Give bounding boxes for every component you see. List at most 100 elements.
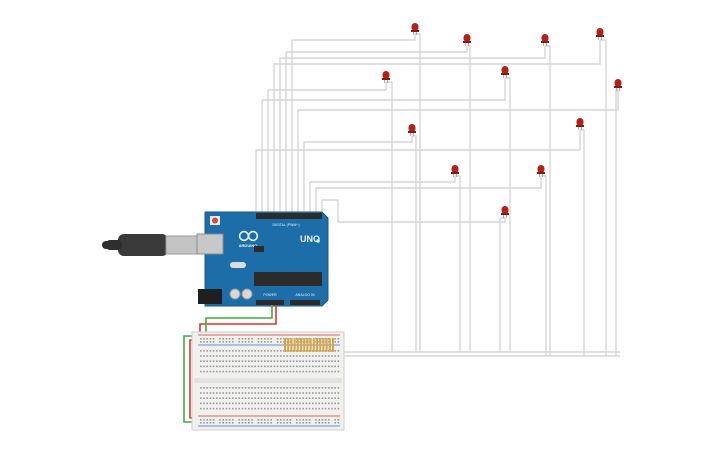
reset-button-cap[interactable]	[212, 217, 218, 224]
led-4[interactable]	[596, 28, 604, 40]
breadboard-hole	[267, 370, 269, 373]
breadboard-jumpers[interactable]	[284, 338, 334, 352]
breadboard-hole	[324, 419, 327, 421]
breadboard-hole	[334, 355, 336, 357]
wire-led-10[interactable]	[309, 176, 456, 214]
breadboard-hole	[203, 355, 205, 357]
breadboard-hole	[203, 422, 205, 424]
led-12[interactable]	[501, 206, 509, 218]
led-8[interactable]	[408, 124, 416, 136]
return-wire-5[interactable]	[386, 81, 393, 352]
breadboard-hole	[289, 397, 292, 399]
breadboard-hole	[251, 392, 253, 394]
arduino-uno-board[interactable]: DIGITAL (PWM~) ARDUINO UNO POWER ANALOG …	[196, 211, 329, 307]
breadboard-hole	[264, 392, 266, 394]
return-wire-4[interactable]	[600, 39, 607, 356]
wire-led-5[interactable]	[267, 82, 387, 214]
led-group	[382, 23, 622, 218]
signal-wires[interactable]	[255, 33, 620, 357]
led-6[interactable]	[501, 66, 509, 78]
led-body	[541, 34, 549, 42]
breadboard-hole	[292, 402, 295, 405]
breadboard-hole	[328, 392, 330, 394]
breadboard-hole	[206, 419, 208, 421]
breadboard-hole	[302, 370, 304, 373]
return-wire-12[interactable]	[499, 217, 505, 352]
led-1[interactable]	[411, 23, 419, 35]
led-9[interactable]	[576, 118, 584, 130]
breadboard-hole	[299, 422, 301, 424]
return-wire-11[interactable]	[541, 175, 547, 356]
wire-led-11[interactable]	[315, 176, 542, 214]
breadboard-hole	[235, 355, 237, 357]
breadboard-hole	[296, 397, 298, 399]
breadboard-hole	[308, 397, 311, 399]
breadboard-hole	[225, 422, 228, 424]
wire-led-3[interactable]	[279, 46, 546, 214]
breadboard-hole	[337, 370, 340, 373]
usb-cable[interactable]	[102, 234, 209, 256]
wire-led-9[interactable]	[255, 130, 581, 214]
wire-led-7[interactable]	[297, 90, 619, 214]
breadboard-hole	[273, 350, 276, 352]
breadboard-hole	[280, 365, 282, 368]
return-wire-9[interactable]	[580, 129, 585, 356]
breadboard-hole	[219, 350, 221, 352]
breadboard-hole	[209, 407, 212, 410]
breadboard-hole	[200, 397, 202, 399]
breadboard-hole	[286, 365, 288, 368]
led-11[interactable]	[537, 165, 545, 177]
usb-plug-body	[118, 234, 168, 256]
breadboard-hole	[222, 407, 224, 410]
breadboard-hole	[267, 350, 269, 352]
capacitor-1	[229, 288, 241, 300]
led-5[interactable]	[382, 71, 390, 83]
breadboard[interactable]	[191, 331, 345, 431]
return-wire-7[interactable]	[615, 89, 618, 356]
wire-led-4[interactable]	[273, 40, 601, 214]
breadboard-hole	[232, 422, 234, 424]
jumper-wire	[306, 338, 309, 352]
breadboard-hole	[254, 407, 256, 410]
breadboard-hole	[334, 397, 336, 399]
breadboard-hole	[328, 355, 330, 357]
return-wire-8[interactable]	[412, 135, 417, 352]
breadboard-hole	[219, 407, 221, 410]
breadboard-hole	[200, 350, 202, 352]
breadboard-hole	[267, 360, 269, 362]
breadboard-hole	[286, 392, 288, 394]
led-body	[501, 66, 509, 74]
power-header[interactable]	[256, 300, 284, 305]
breadboard-hole	[289, 422, 292, 424]
breadboard-hole	[206, 387, 208, 389]
led-7[interactable]	[614, 79, 622, 91]
breadboard-hole	[334, 402, 336, 405]
return-wire-2[interactable]	[467, 45, 471, 352]
digital-header[interactable]	[256, 213, 322, 219]
breadboard-hole	[302, 419, 304, 421]
wire-led-1[interactable]	[291, 34, 416, 214]
breadboard-hole	[200, 370, 202, 373]
breadboard-hole	[302, 402, 304, 405]
led-2[interactable]	[463, 34, 471, 46]
analog-header[interactable]	[290, 300, 320, 305]
breadboard-hole	[312, 397, 314, 399]
led-3[interactable]	[541, 34, 549, 46]
wire-led-6[interactable]	[261, 78, 506, 214]
led-10[interactable]	[451, 165, 459, 177]
breadboard-hole	[276, 422, 279, 424]
breadboard-hole	[289, 360, 292, 362]
wire-led-12[interactable]	[321, 199, 506, 223]
return-wire-10[interactable]	[455, 175, 461, 352]
breadboard-hole	[296, 422, 298, 424]
wire-led-2[interactable]	[285, 46, 468, 214]
breadboard-hole	[331, 402, 333, 405]
wire-led-8[interactable]	[303, 136, 413, 214]
breadboard-hole	[200, 392, 202, 394]
breadboard-holes[interactable]	[200, 338, 340, 424]
breadboard-hole	[206, 360, 208, 362]
breadboard-hole	[254, 370, 256, 373]
breadboard-hole	[315, 392, 317, 394]
breadboard-hole	[283, 397, 285, 399]
